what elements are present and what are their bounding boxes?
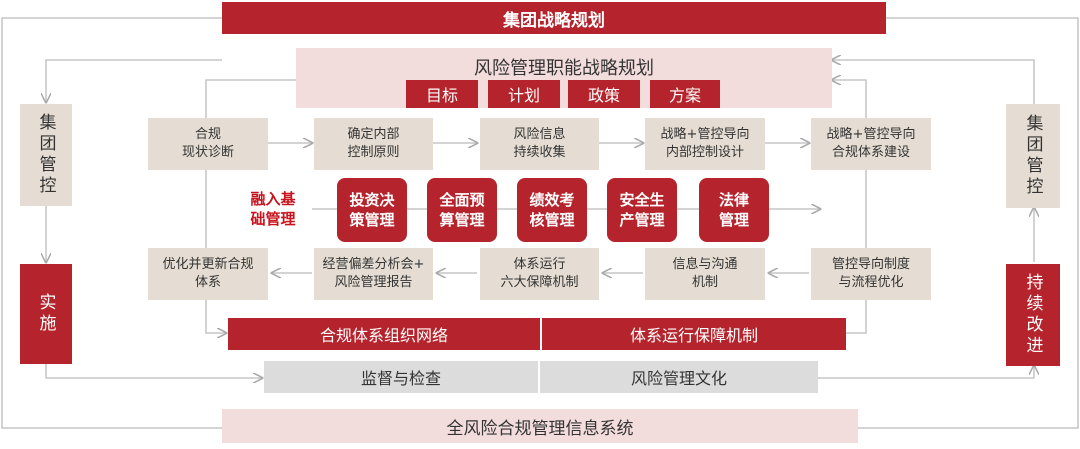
left-implement: 实施 <box>20 264 72 364</box>
risk-culture-bar: 风险管理文化 <box>540 361 818 393</box>
info-system-footer: 全风险合规管理信息系统 <box>222 409 858 443</box>
supervision-bar: 监督与检查 <box>264 361 538 393</box>
right-continuous-improvement: 持续改进 <box>1006 264 1060 366</box>
row3-communication: 信息与沟通 机制 <box>645 248 765 300</box>
operation-mechanism-bar: 体系运行保障机制 <box>542 318 846 350</box>
planning-title: 风险管理职能战略规划 <box>474 58 654 79</box>
left-group-control: 集团管控 <box>20 104 72 206</box>
integration-item-safety: 安全生 产管理 <box>607 178 677 242</box>
right-group-control: 集团管控 <box>1006 104 1060 208</box>
integration-item-performance: 绩效考 核管理 <box>517 178 587 242</box>
compliance-network-bar: 合规体系组织网络 <box>228 318 540 350</box>
integration-item-budget: 全面预 算管理 <box>427 178 497 242</box>
row1-risk-collection: 风险信息 持续收集 <box>480 118 599 170</box>
planning-item-scheme: 方案 <box>650 80 720 108</box>
row1-compliance-diagnosis: 合规 现状诊断 <box>148 118 268 170</box>
integration-label: 融入基 础管理 <box>250 190 296 228</box>
planning-item-policy: 政策 <box>568 80 640 108</box>
integration-item-legal: 法律 管理 <box>699 178 769 242</box>
planning-item-goal: 目标 <box>406 80 478 108</box>
row1-control-principles: 确定内部 控制原则 <box>314 118 433 170</box>
row3-process-optimization: 管控导向制度 与流程优化 <box>811 248 931 300</box>
row1-compliance-system-build: 战略+管控导向 合规体系建设 <box>811 118 931 170</box>
row3-optimize-system: 优化并更新合规 体系 <box>148 248 268 300</box>
planning-panel: 风险管理职能战略规划 <box>296 48 832 108</box>
integration-item-investment: 投资决 策管理 <box>337 178 407 242</box>
row3-deviation-report: 经营偏差分析会+ 风险管理报告 <box>314 248 433 300</box>
row3-six-mechanisms: 体系运行 六大保障机制 <box>480 248 599 300</box>
row1-internal-control-design: 战略+管控导向 内部控制设计 <box>645 118 765 170</box>
planning-item-plan: 计划 <box>488 80 560 108</box>
top-banner: 集团战略规划 <box>222 2 886 34</box>
